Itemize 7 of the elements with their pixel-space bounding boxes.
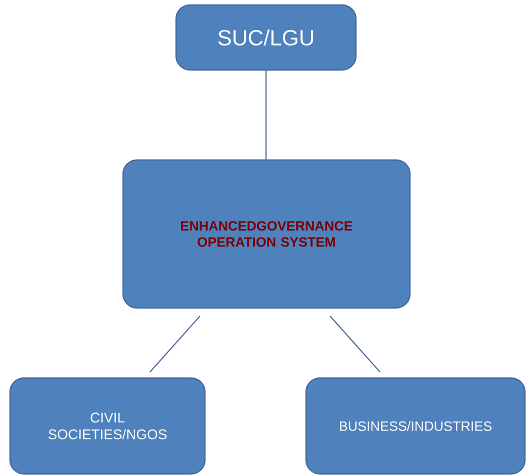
connector-line <box>150 316 200 372</box>
connector-line <box>265 70 267 160</box>
rounded-box: SUC/LGU <box>175 4 357 71</box>
rounded-box: ENHANCEDGOVERNANCE OPERATION SYSTEM <box>122 159 411 309</box>
connector-line <box>330 316 380 372</box>
rounded-box: BUSINESS/INDUSTRIES <box>305 377 526 475</box>
rounded-box: CIVIL SOCIETIES/NGOS <box>9 377 206 475</box>
